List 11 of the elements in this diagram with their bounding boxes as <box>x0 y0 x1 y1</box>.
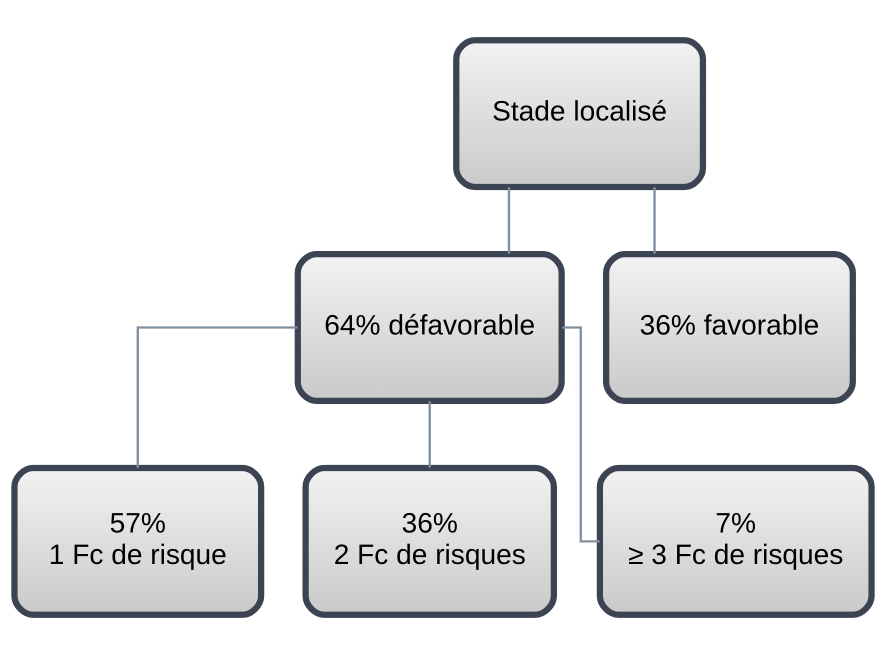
node-box: 36% 2 Fc de risques <box>302 464 557 618</box>
node-box: 7% ≥ 3 Fc de risques <box>596 464 875 618</box>
connector <box>653 187 656 254</box>
node-box: 64% défavorable <box>294 251 565 404</box>
node-box: 36% favorable <box>603 251 856 404</box>
connector <box>428 401 431 468</box>
connector <box>136 326 298 468</box>
connector <box>562 326 600 543</box>
node-box: Stade localisé <box>453 37 706 190</box>
node-box: 57% 1 Fc de risque <box>11 464 264 618</box>
connector <box>508 187 510 254</box>
